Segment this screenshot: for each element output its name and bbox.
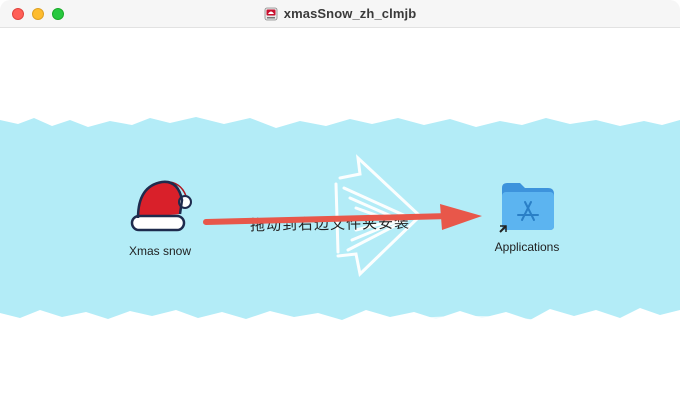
drag-arrow-icon [203, 204, 482, 230]
app-item[interactable]: Xmas snow [118, 176, 202, 258]
title-bar[interactable]: xmasSnow_zh_clmjb [0, 0, 680, 28]
app-label: Xmas snow [128, 244, 192, 258]
window-controls [12, 8, 64, 20]
minimize-button[interactable] [32, 8, 44, 20]
window-title-group: xmasSnow_zh_clmjb [264, 6, 416, 21]
applications-folder-item[interactable]: Applications [484, 178, 570, 254]
zoom-button[interactable] [52, 8, 64, 20]
santa-hat-icon [130, 180, 192, 232]
window-title: xmasSnow_zh_clmjb [283, 6, 417, 21]
applications-label: Applications [494, 240, 560, 254]
close-button[interactable] [12, 8, 24, 20]
installer-content: Xmas snow 拖动到右边文件夹安装 Applications [0, 28, 680, 402]
disk-image-icon [264, 7, 278, 20]
applications-folder-icon [499, 183, 554, 233]
